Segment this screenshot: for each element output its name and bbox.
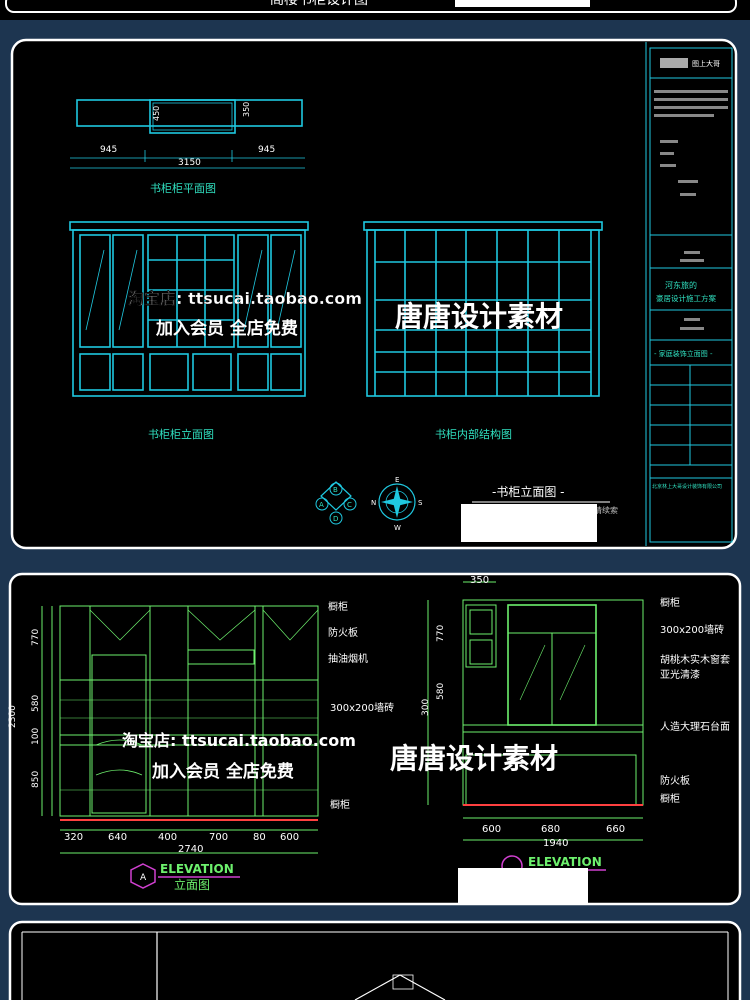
dim-350: 350 [242,102,251,117]
bubble-a: A [319,501,324,509]
dim-3150: 3150 [178,158,201,168]
compass-rose: E N S W [371,476,423,532]
watermark-shop-1: 淘宝店: ttsucai.taobao.com [128,289,362,308]
kitchen-a-label-3: 抽油烟机 [328,652,368,665]
watermark-brand-1: 唐唐设计素材 [395,300,563,333]
kitchen-b-topdim: 350 [470,575,489,586]
watermark-member-1: 加入会员 全店免费 [155,318,298,339]
sheet-title: -书柜立面图 - [492,484,564,499]
kitchen-a-total: 2740 [178,844,203,855]
bookcase-elevation [69,221,309,397]
kitchen-a-hdim-6: 600 [280,832,299,843]
kitchen-b-vdim-300: 300 [421,699,431,716]
kitchen-b-hdim-2: 680 [541,824,560,835]
kitchen-a-label-5: 橱柜 [330,798,350,811]
kitchen-b-label-7: 橱柜 [660,792,680,805]
kitchen-b-label-3: 胡桃木实木窗套 [660,653,730,666]
kitchen-a-vdim-100: 100 [31,728,41,745]
kitchen-b-label-2: 300x200墙砖 [660,623,724,636]
elevation-title: 书柜柜立面图 [148,427,214,441]
kitchen-a-vdim-850: 850 [31,771,41,788]
kitchen-a-label-4: 300x200墙砖 [330,701,394,714]
white-mask-2 [458,868,588,903]
elevation-a-cn: 立面图 [174,877,210,892]
white-mask-1 [461,504,597,542]
bubble-b: B [333,486,338,494]
kitchen-a-vdim-2300: 2300 [8,705,18,728]
kitchen-a-hdim-5: 80 [253,832,266,843]
kitchen-b-label-6: 防火板 [660,774,690,787]
kitchen-a-hdim-2: 640 [108,832,127,843]
watermark-shop-2: 淘宝店: ttsucai.taobao.com [122,731,356,750]
watermark-member-2: 加入会员 全店免费 [151,761,294,782]
panel3-roof-detail [392,974,414,990]
compass-n: N [371,499,376,507]
compass-e: E [395,476,399,484]
kitchen-b-label-1: 橱柜 [660,596,680,609]
kitchen-a-label-2: 防火板 [328,626,358,639]
top-banner-title: 阁楼书柜设计图 [270,0,368,8]
panel3-frame [8,920,742,1000]
top-strip-frame [5,0,737,13]
kitchen-b-label-4: 亚光清漆 [660,668,700,681]
watermark-1: 淘宝店: ttsucai.taobao.com 加入会员 全店免费 唐唐设计素材 [128,289,563,339]
kitchen-elevation-b [427,581,644,841]
title-block: 图上大哥 河东旅的 豪居设计施工方案 - 家庭装饰立面图 - 北京林上大哥设计装… [649,47,733,543]
plan-title: 书柜柜平面图 [150,182,216,195]
top-white-mask [455,0,590,7]
bubble-c: C [347,501,352,509]
kitchen-elevation-a [41,605,319,854]
dim-945-right: 945 [258,145,275,155]
inner-structure-title: 书柜内部结构图 [435,427,512,441]
bubble-d: D [333,515,338,523]
compass-w: W [394,524,401,532]
compass-s: S [418,499,423,507]
tb-project2: 豪居设计施工方案 [656,293,716,303]
top-strip [0,0,750,20]
dim-945-left: 945 [100,145,117,155]
elevation-a-hexagon [130,863,156,889]
kitchen-b-total: 1940 [543,838,568,849]
kitchen-b-vdim-580: 580 [436,683,446,700]
bookcase-inner-structure [363,221,603,397]
elevation-b-label: ELEVATION [528,855,602,869]
kitchen-a-hdim-3: 400 [158,832,177,843]
elevation-a-label: ELEVATION [160,862,234,876]
kitchen-a-hdim-4: 700 [209,832,228,843]
reference-bubbles: B A C D [315,481,357,525]
kitchen-b-hdim-1: 600 [482,824,501,835]
kitchen-b-label-5: 人造大理石台面 [660,720,730,733]
elevation-a-bubble: A [140,873,147,883]
kitchen-a-label-1: 橱柜 [328,600,348,613]
tb-footer: 北京林上大哥设计装饰有限公司 [652,483,722,490]
kitchen-a-hdim-1: 320 [64,832,83,843]
kitchen-a-vdim-770: 770 [31,629,41,646]
panel1-frame [10,38,738,550]
kitchen-b-hdim-3: 660 [606,824,625,835]
dim-450: 450 [152,106,161,121]
tb-drawing: - 家庭装饰立面图 - [654,349,713,358]
sheet-note: 请续索 [594,505,618,515]
tb-project: 河东旅的 [665,280,697,290]
panel2-frame [8,572,742,906]
kitchen-a-vdim-580: 580 [31,695,41,712]
kitchen-b-vdim-770: 770 [436,625,446,642]
watermark-brand-2: 唐唐设计素材 [390,742,558,775]
tb-company: 图上大哥 [692,59,720,68]
bookcase-plan-view [70,99,305,169]
watermark-2: 淘宝店: ttsucai.taobao.com 加入会员 全店免费 唐唐设计素材 [122,731,558,782]
